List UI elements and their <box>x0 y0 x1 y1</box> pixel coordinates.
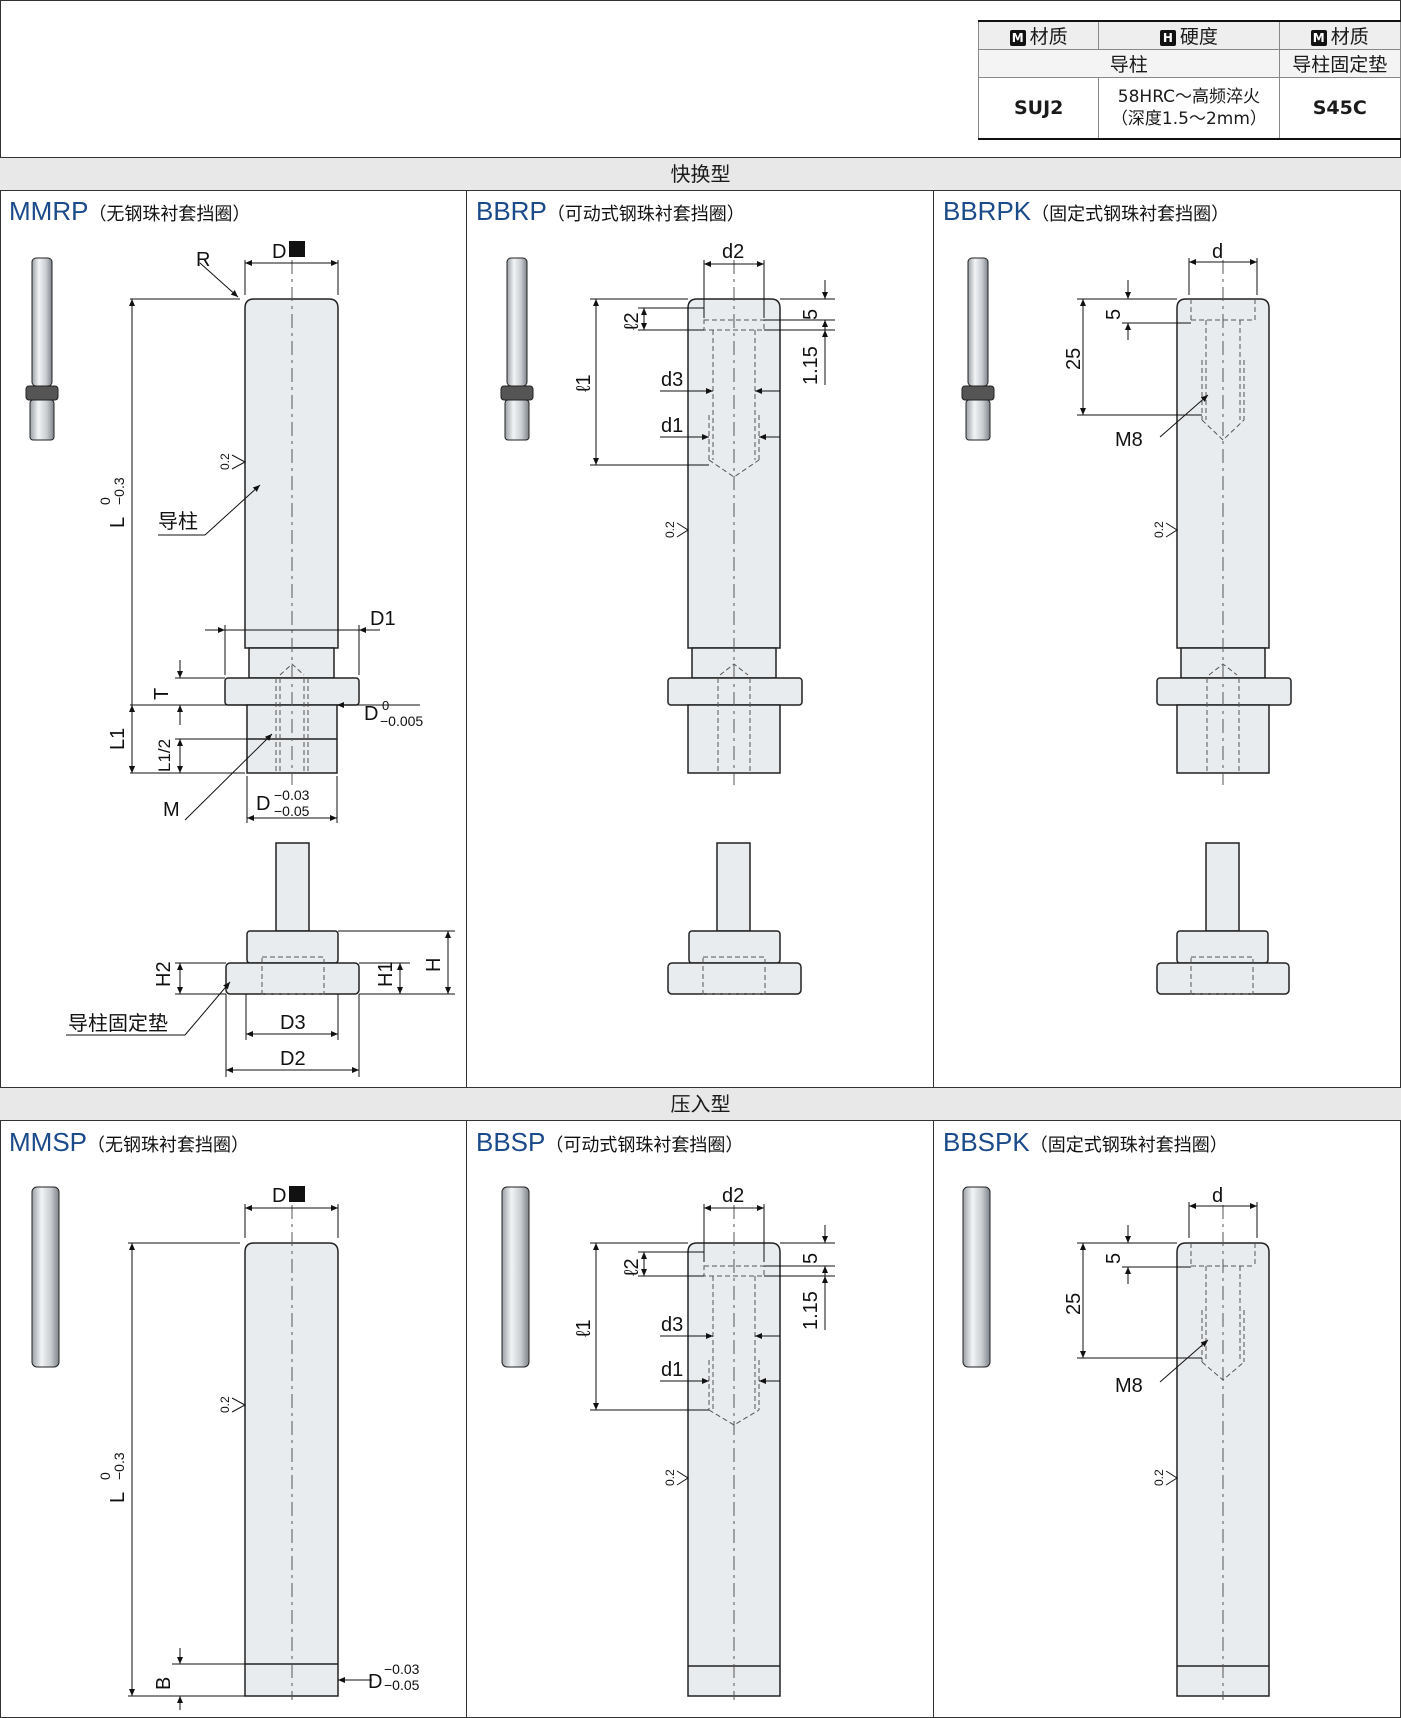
section-quick-change: 快换型 <box>0 157 1401 191</box>
product-photo-bbsp <box>501 1186 530 1368</box>
label-d-tol-top: 0 <box>382 698 389 713</box>
product-photo-bbrpk <box>961 257 995 441</box>
label-l-tol-bot: −0.3 <box>111 477 127 505</box>
divider <box>466 190 467 1087</box>
label-h2: H2 <box>153 961 175 987</box>
product-photo-mmrp <box>25 257 59 441</box>
roughness-label: 0.2 <box>218 1396 232 1413</box>
panel-title-bbspk: BBSPK（固定式钢珠衬套挡圈） <box>943 1127 1228 1157</box>
product-photo-mmsp <box>31 1186 60 1368</box>
label-t: T <box>151 688 173 700</box>
panel-title-mmsp: MMSP（无钢珠衬套挡圈） <box>9 1127 249 1157</box>
label-h: H <box>423 958 445 972</box>
t-badge-icon: T <box>292 1189 300 1203</box>
label-bbrp-5: 5 <box>800 309 822 320</box>
label-bbsp-l2: ℓ2 <box>621 1258 643 1276</box>
label-d: D <box>272 241 286 263</box>
section-press-fit: 压入型 <box>0 1087 1401 1121</box>
label-d-tol2-top: −0.03 <box>274 787 310 803</box>
label-bbrp-l1: ℓ1 <box>573 374 595 392</box>
roughness-label: 0.2 <box>218 453 232 470</box>
label-bbrp-d1: d1 <box>661 415 683 437</box>
label-bbrpk-d: d <box>1212 241 1223 263</box>
label-l-tol-top: 0 <box>97 497 113 505</box>
subheader-guide-post: 导柱 <box>978 49 1280 78</box>
label-b: B <box>153 1677 175 1690</box>
roughness-label: 0.2 <box>1152 1469 1166 1486</box>
label-bbspk-m8: M8 <box>1115 1375 1143 1397</box>
label-pad: 导柱固定垫 <box>68 1012 168 1035</box>
divider <box>933 190 934 1087</box>
value-hardness: 58HRC～高频淬火（深度1.5～2mm） <box>1098 77 1280 140</box>
value-s45c: S45C <box>1278 77 1401 140</box>
panel-title-bbsp: BBSP（可动式钢珠衬套挡圈） <box>476 1127 744 1157</box>
label-d-tol: D <box>364 703 378 725</box>
divider <box>466 1120 467 1717</box>
product-photo-bbrp <box>500 257 534 441</box>
label-bbrp-d2: d2 <box>722 241 744 263</box>
label-guide-post: 导柱 <box>158 510 198 533</box>
label-mmsp-d: D <box>272 1185 286 1207</box>
label-bbrpk-5: 5 <box>1103 309 1125 320</box>
label-bbrp-115: 1.15 <box>800 346 822 385</box>
panel-title-bbrp: BBRP（可动式钢珠衬套挡圈） <box>476 196 745 226</box>
label-bbrpk-m8: M8 <box>1115 429 1143 451</box>
roughness-symbols <box>231 454 1178 1486</box>
bbrpk-pad-drawing <box>1156 842 1290 995</box>
label-d-tol2: D <box>256 793 270 815</box>
label-r: R <box>196 249 210 271</box>
subheader-pad: 导柱固定垫 <box>1278 49 1401 78</box>
product-photo-bbspk <box>962 1186 991 1368</box>
label-bbsp-d1: d1 <box>661 1359 683 1381</box>
value-suj2: SUJ2 <box>977 77 1100 140</box>
label-bbrpk-25: 25 <box>1063 348 1085 370</box>
label-bbsp-d3: d3 <box>661 1314 683 1336</box>
m-badge-icon: M <box>1310 30 1327 46</box>
label-mmsp-l: L <box>107 1492 129 1503</box>
roughness-label: 0.2 <box>1152 521 1166 538</box>
label-mmsp-d-tol-top: −0.03 <box>384 1661 420 1677</box>
label-d3: D3 <box>280 1012 306 1034</box>
panel-title-mmrp: MMRP（无钢珠衬套挡圈） <box>9 196 251 226</box>
label-bbrp-l2: ℓ2 <box>621 312 643 330</box>
label-d2: D2 <box>280 1048 306 1070</box>
label-l1: L1 <box>107 728 129 750</box>
label-l1-half: L1/2 <box>155 739 174 772</box>
label-d1: D1 <box>370 608 396 630</box>
label-h1: H1 <box>375 961 397 987</box>
label-bbsp-l1: ℓ1 <box>573 1319 595 1337</box>
panel-title-bbrpk: BBRPK（固定式钢珠衬套挡圈） <box>943 196 1230 226</box>
label-d-tol2-bot: −0.05 <box>274 803 310 819</box>
bbrpk-post-drawing <box>1156 298 1292 774</box>
mmrp-pad-drawing <box>225 842 360 995</box>
h-badge-icon: H <box>1159 30 1176 46</box>
label-mmsp-d-tol-bot: −0.05 <box>384 1677 420 1693</box>
bbrp-post-drawing <box>667 298 803 774</box>
label-d-tol-bot: −0.005 <box>380 713 423 729</box>
label-bbsp-115: 1.15 <box>800 1291 822 1330</box>
label-mmsp-l-tol-bot: −0.3 <box>111 1452 127 1480</box>
label-bbspk-25: 25 <box>1063 1293 1085 1315</box>
t-badge-icon: T <box>292 244 300 258</box>
divider <box>933 1120 934 1717</box>
roughness-label: 0.2 <box>663 1469 677 1486</box>
label-l: L <box>107 517 129 528</box>
label-m: M <box>163 799 180 821</box>
label-bbsp-5: 5 <box>800 1253 822 1264</box>
label-bbspk-5: 5 <box>1103 1253 1125 1264</box>
label-mmsp-l-tol-top: 0 <box>97 1472 113 1480</box>
bbrp-pad-drawing <box>667 842 802 995</box>
label-mmsp-d-tol: D <box>368 1671 382 1693</box>
roughness-label: 0.2 <box>663 521 677 538</box>
m-badge-icon: M <box>1009 30 1026 46</box>
label-bbspk-d: d <box>1212 1185 1223 1207</box>
label-bbrp-d3: d3 <box>661 369 683 391</box>
label-bbsp-d2: d2 <box>722 1185 744 1207</box>
